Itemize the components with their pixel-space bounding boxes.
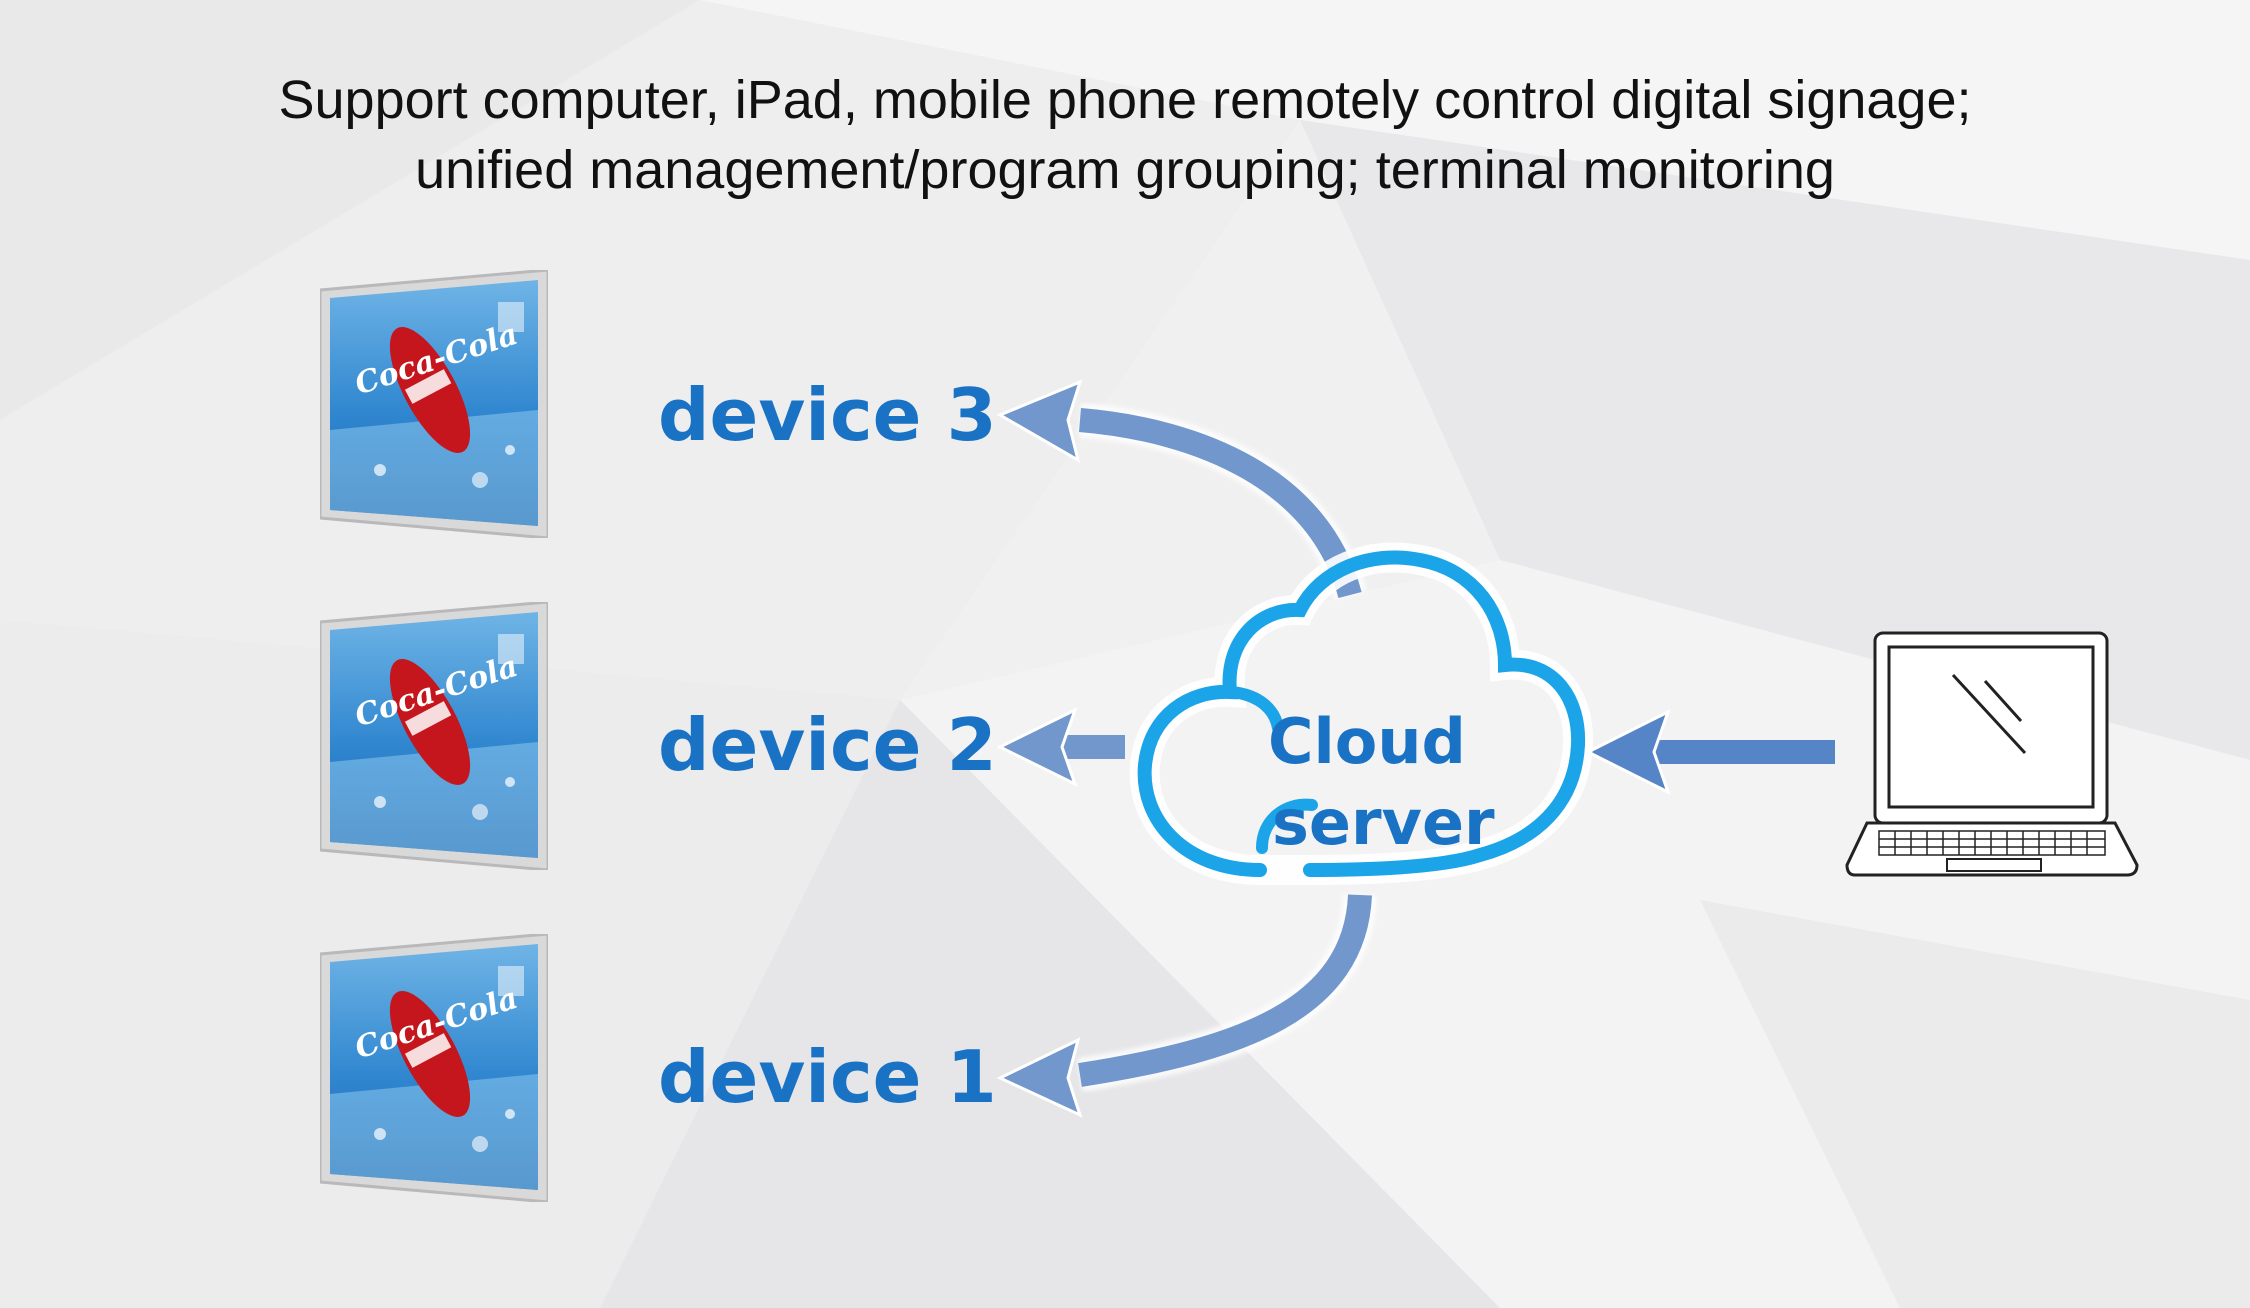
cloud-server-label-line-2: server	[1272, 786, 1495, 859]
arrow-from-laptop	[1584, 709, 1835, 795]
cloud-server-label-line-1: Cloud	[1268, 705, 1466, 778]
device-2-label: device 2	[658, 703, 997, 787]
signage-screen-3	[320, 270, 548, 538]
signage-screen-1	[320, 934, 548, 1202]
headline-line-2: unified management/program grouping; ter…	[415, 140, 1835, 200]
cloud-icon	[1129, 542, 1594, 885]
arrow-to-device-3	[996, 379, 1367, 600]
arrow-to-device-1	[996, 893, 1377, 1118]
headline-line-1: Support computer, iPad, mobile phone rem…	[278, 70, 1972, 130]
signage-screen-2	[320, 602, 548, 870]
device-1-label: device 1	[658, 1035, 997, 1119]
arrow-to-device-2	[996, 707, 1125, 787]
laptop-icon	[1845, 631, 2139, 877]
device-3-label: device 3	[658, 373, 997, 457]
